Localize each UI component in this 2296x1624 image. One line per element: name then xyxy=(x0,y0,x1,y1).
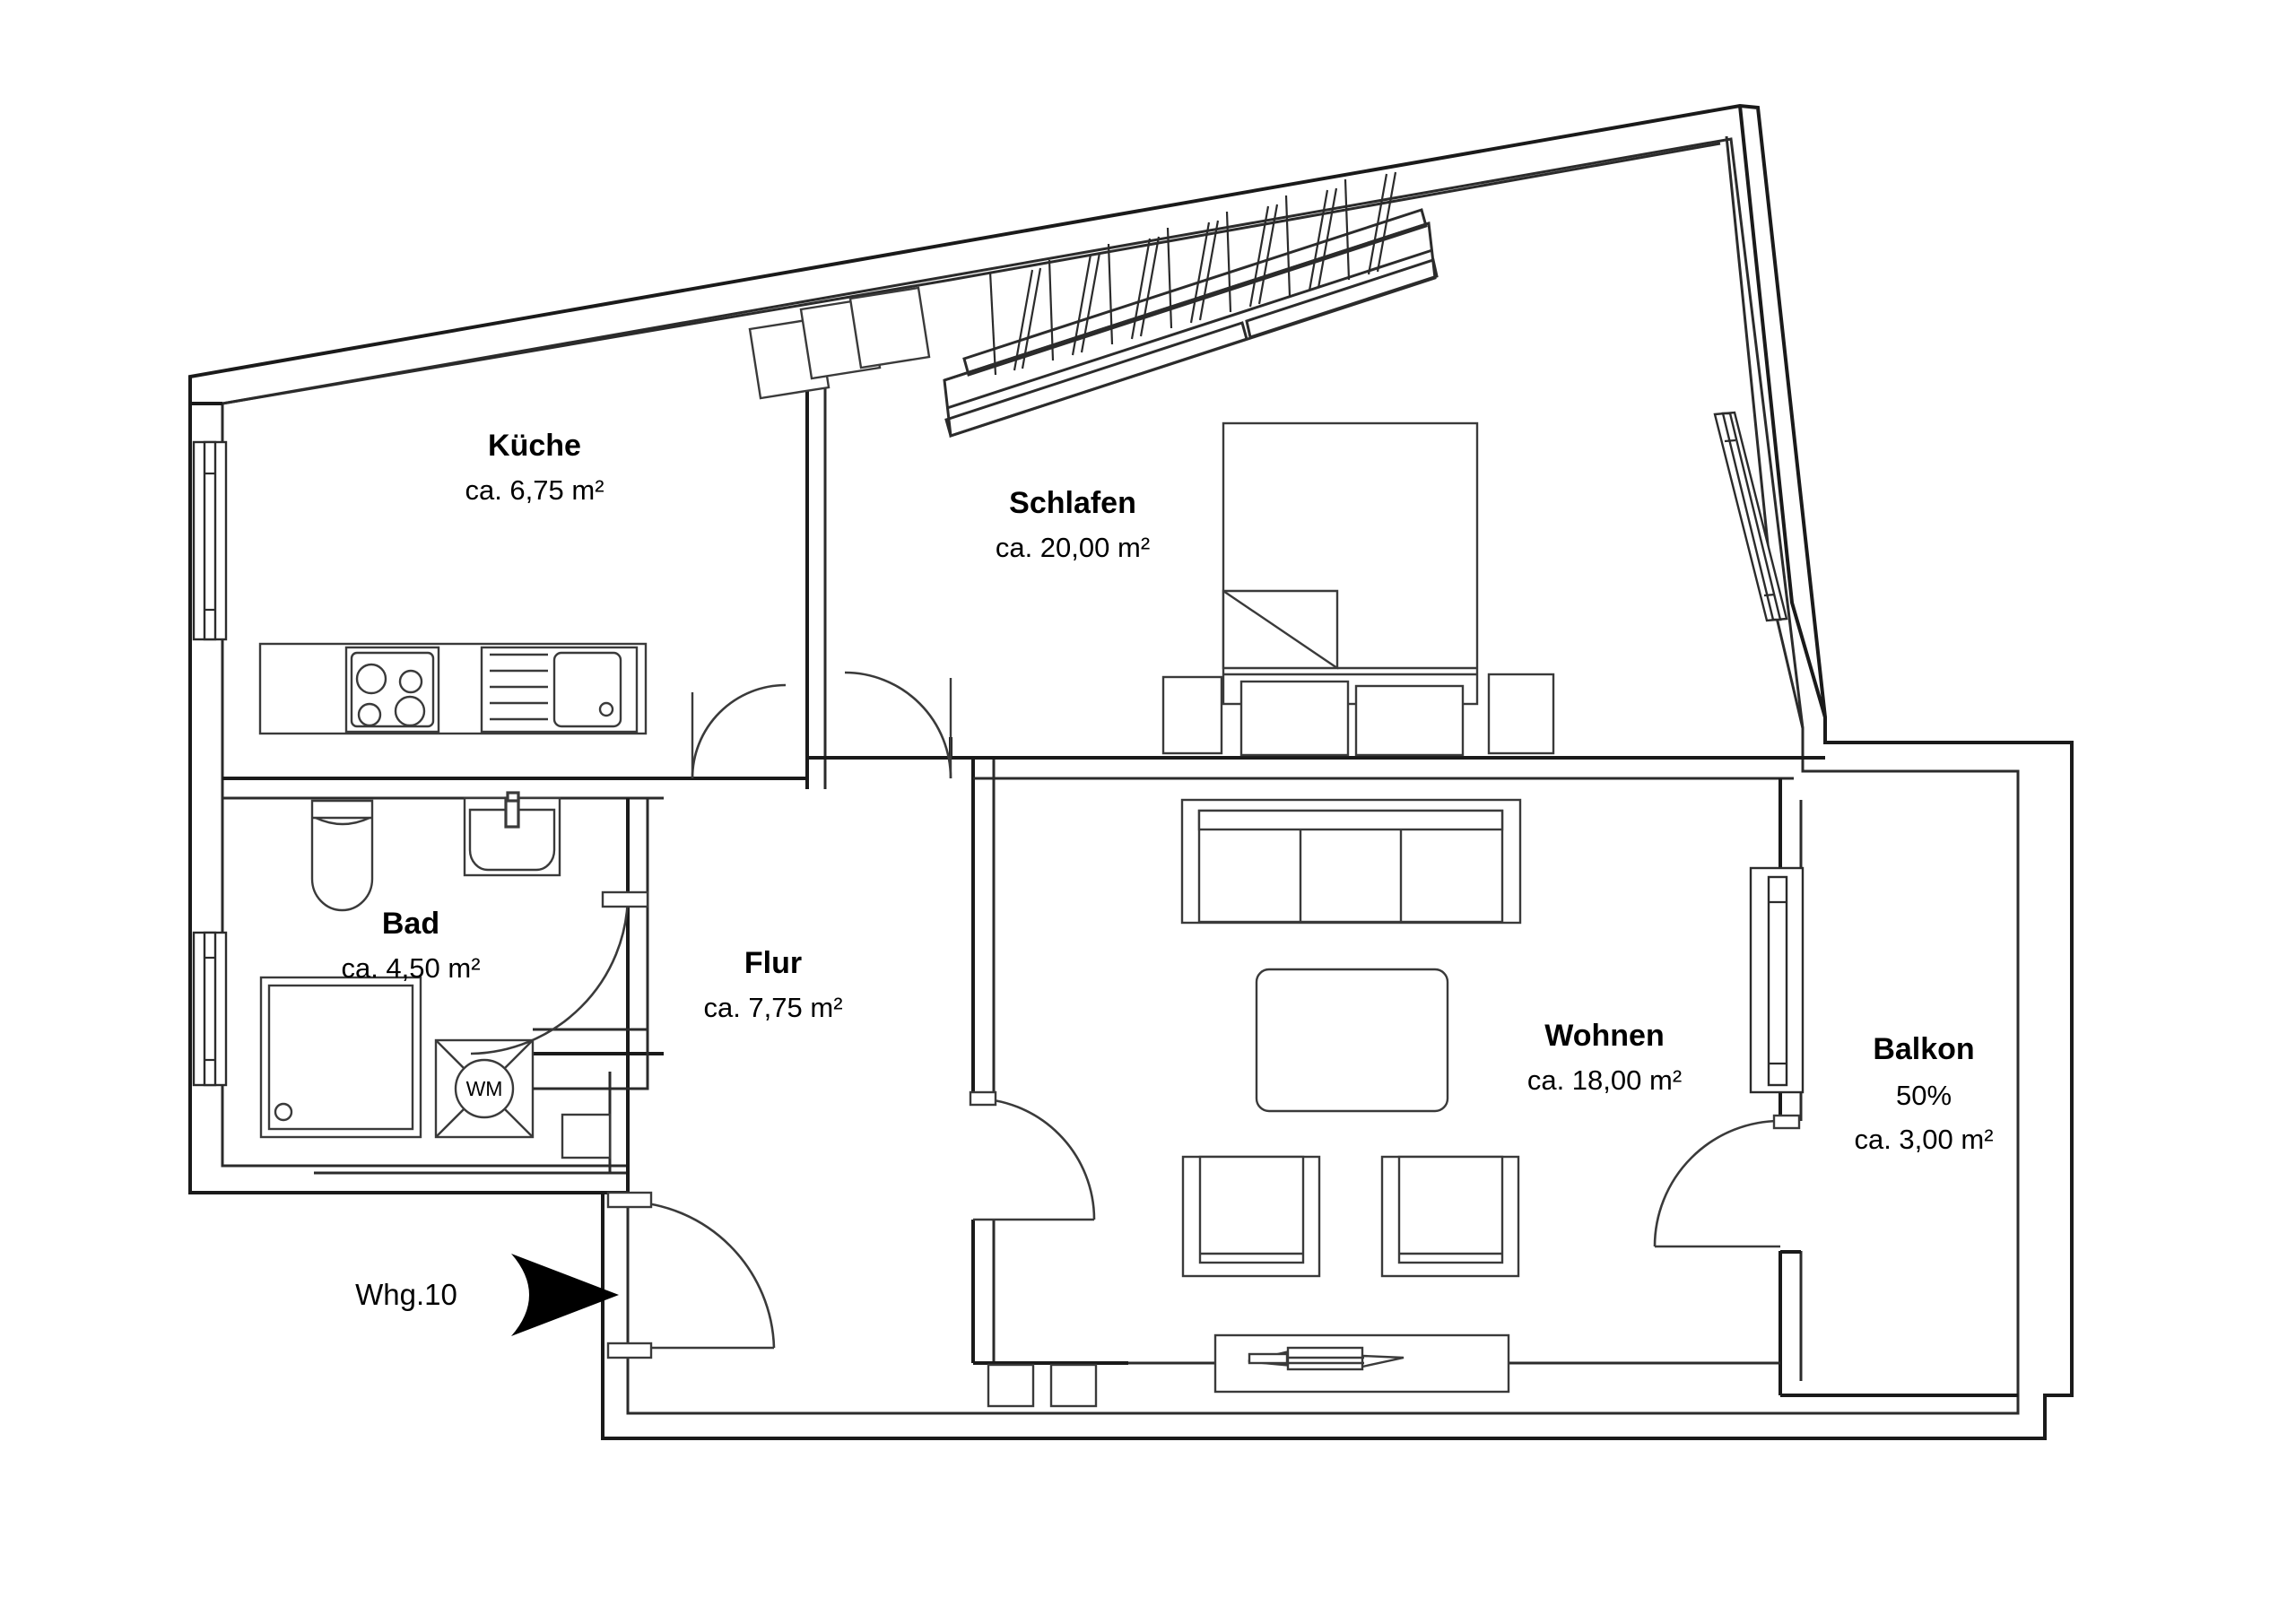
kitchen-fixtures xyxy=(258,642,648,735)
shower-tray-icon xyxy=(259,976,422,1139)
room-name-balkon: Balkon xyxy=(1873,1032,1974,1066)
stove-icon xyxy=(344,646,440,734)
bed-icon xyxy=(1222,421,1479,706)
room-label-balkon: Balkon 50% ca. 3,00 m² xyxy=(1854,1032,1993,1155)
toilet-icon xyxy=(310,799,374,912)
door-living xyxy=(969,1090,1096,1221)
window-kitchen-left xyxy=(192,440,228,641)
door-balcony xyxy=(1653,1114,1801,1248)
unit-label: Whg.10 xyxy=(355,1278,457,1311)
room-area-kueche: ca. 6,75 m² xyxy=(465,474,604,506)
room-percent-balkon: 50% xyxy=(1896,1080,1952,1111)
door-kitchen xyxy=(691,683,787,779)
bath-cabinet xyxy=(561,1113,612,1159)
room-labels: Küche ca. 6,75 m² Schlafen ca. 20,00 m² … xyxy=(341,429,1993,1311)
armchair-right-icon xyxy=(1380,1155,1520,1278)
nightstand-left xyxy=(1161,675,1223,755)
room-name-wohnen: Wohnen xyxy=(1544,1019,1664,1053)
pillow-right xyxy=(1354,684,1465,757)
window-group xyxy=(192,411,1805,1094)
door-hallway-right xyxy=(844,671,952,779)
room-area-schlafen: ca. 20,00 m² xyxy=(996,532,1150,563)
shaft-squares-top xyxy=(748,286,931,400)
room-label-flur: Flur ca. 7,75 m² xyxy=(703,946,842,1023)
door-group xyxy=(470,671,1801,1359)
washing-machine-icon: WM xyxy=(434,1038,535,1139)
washing-machine-label: WM xyxy=(466,1077,503,1100)
room-label-bad: Bad ca. 4,50 m² xyxy=(341,907,480,984)
living-room-furniture xyxy=(1180,798,1522,1394)
bedroom-furniture xyxy=(1161,421,1555,757)
room-area-bad: ca. 4,50 m² xyxy=(341,952,480,984)
nightstand-right xyxy=(1487,673,1555,755)
room-name-kueche: Küche xyxy=(488,429,581,463)
armchair-left-icon xyxy=(1181,1155,1321,1278)
unit-arrow-marker xyxy=(511,1254,619,1336)
room-label-schlafen: Schlafen ca. 20,00 m² xyxy=(996,486,1150,563)
room-area-wohnen: ca. 18,00 m² xyxy=(1527,1064,1682,1096)
shaft-squares-bottom xyxy=(987,1363,1098,1408)
room-label-kueche: Küche ca. 6,75 m² xyxy=(465,429,604,506)
window-bedroom-right xyxy=(1713,411,1788,622)
pillow-left xyxy=(1239,680,1350,757)
door-bath xyxy=(470,890,649,1055)
room-name-bad: Bad xyxy=(382,907,439,941)
room-area-flur: ca. 7,75 m² xyxy=(703,992,842,1023)
sink-icon xyxy=(480,646,639,734)
washbasin-icon xyxy=(463,791,561,877)
window-balcony xyxy=(1749,866,1805,1094)
sofa-icon xyxy=(1180,798,1522,925)
bath-fixtures: WM xyxy=(259,791,649,1159)
slanted-glazing-element xyxy=(943,171,1439,438)
room-label-wohnen: Wohnen ca. 18,00 m² xyxy=(1527,1019,1682,1096)
window-bath-left xyxy=(192,931,228,1087)
coffee-table-icon xyxy=(1255,968,1449,1113)
door-entrance xyxy=(606,1191,776,1359)
wall-structure xyxy=(188,103,2074,1440)
tv-sideboard-icon xyxy=(1213,1333,1510,1394)
room-name-schlafen: Schlafen xyxy=(1009,486,1136,520)
room-name-flur: Flur xyxy=(744,946,802,980)
room-area-balkon: ca. 3,00 m² xyxy=(1854,1124,1993,1155)
